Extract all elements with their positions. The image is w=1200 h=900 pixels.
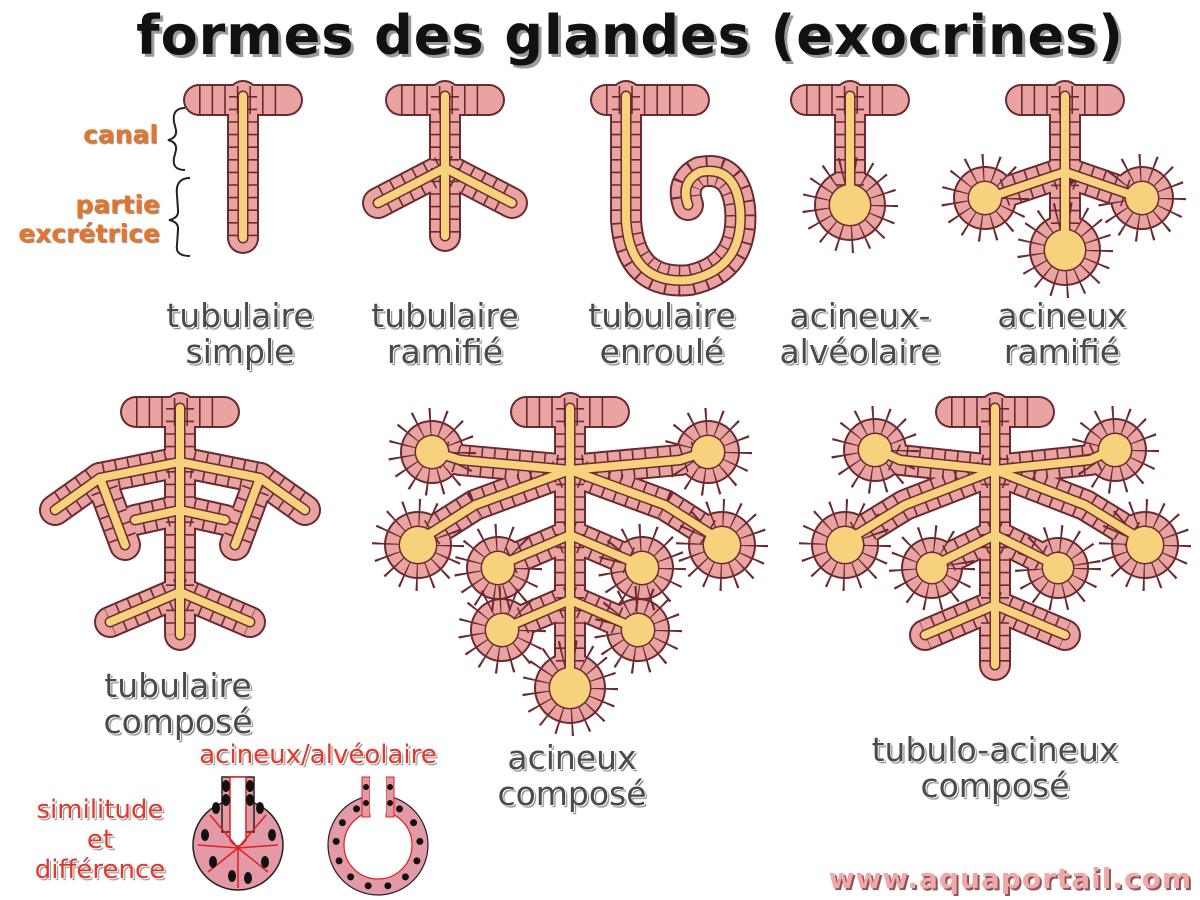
annotation-partie-excretrice: partie excrétrice <box>10 190 160 248</box>
comparison-heading: acineux/alvéolaire <box>199 740 437 770</box>
watermark: www.aquaportail.com <box>828 862 1192 895</box>
gland-tubulo-acineux-compose <box>799 392 1191 681</box>
gland-acineux-compose <box>372 392 768 736</box>
brace-annotations <box>167 107 191 257</box>
annotation-line: partie <box>75 190 160 219</box>
gland-tubulaire-compose <box>39 392 321 651</box>
annotation-line: excrétrice <box>18 219 160 248</box>
alveolus-diagram <box>327 776 429 896</box>
gland-tubulaire-simple <box>183 80 303 254</box>
label-acineux-alveolaire: acineux-alvéolaire <box>779 296 941 371</box>
page-title: formes des glandes (exocrines) <box>136 4 1124 67</box>
gland-acineux-alveolaire <box>790 80 910 253</box>
annotation-canal: canal <box>83 120 158 149</box>
gland-tubulaire-ramifie <box>362 80 528 252</box>
brace-canal <box>167 107 186 171</box>
gland-tubulaire-enroule <box>590 80 757 297</box>
brace-partie-excretrice <box>168 177 191 257</box>
acinus-diagram <box>192 776 284 891</box>
gland-acineux-ramifie <box>941 80 1186 298</box>
